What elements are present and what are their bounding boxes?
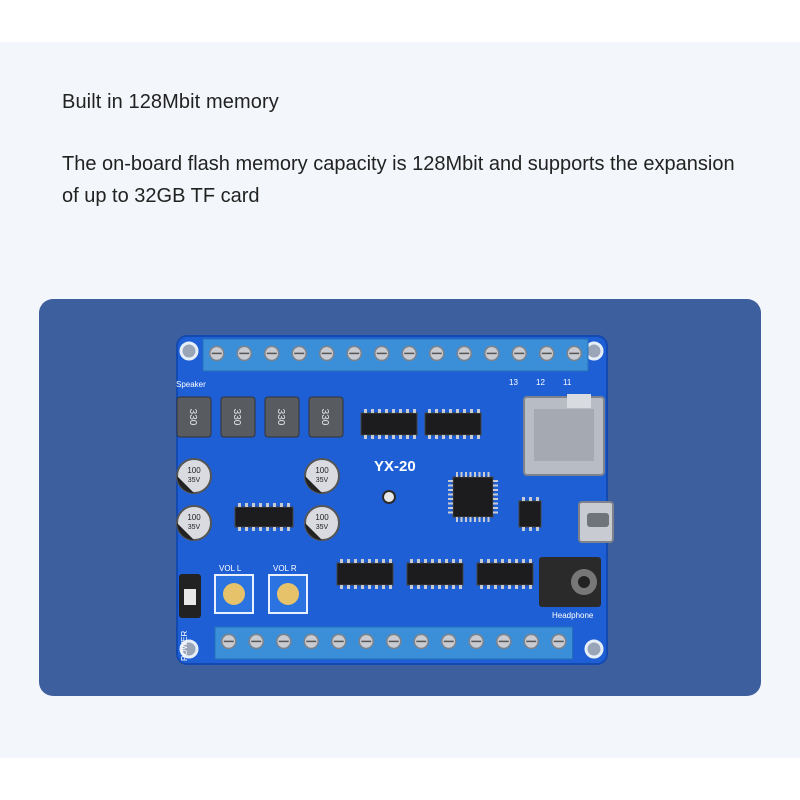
vol-r-label: VOL R <box>273 564 297 573</box>
mounting-hole <box>179 341 199 361</box>
ic-chip <box>360 412 418 436</box>
headphone-label: Headphone <box>552 611 594 620</box>
ic-chip <box>518 500 542 528</box>
tf-card-slot <box>523 394 605 476</box>
ic-chip <box>424 412 482 436</box>
capacitor-value: 100 <box>315 466 329 475</box>
capacitor-voltage: 35V <box>316 524 329 531</box>
capacitor-value: 100 <box>187 466 201 475</box>
volume-left-potentiometer <box>214 574 254 614</box>
ic-chip <box>406 562 464 586</box>
top-terminal-block <box>202 338 589 372</box>
inductor-label: 330 <box>319 409 330 426</box>
feature-heading: Built in 128Mbit memory <box>62 91 279 113</box>
capacitor-value: 100 <box>315 513 329 522</box>
chip-group <box>234 409 542 589</box>
volume-right-potentiometer <box>268 574 308 614</box>
capacitor-voltage: 35V <box>188 524 201 531</box>
pin-label: 12 <box>536 378 545 387</box>
capacitor-stripe <box>177 523 194 540</box>
bottom-terminal-block <box>214 626 573 660</box>
pin-labels: 13 12 11 <box>509 378 572 387</box>
product-page: Built in 128Mbit memory The on-board fla… <box>0 42 800 758</box>
usb-port <box>578 501 614 543</box>
inductor <box>264 396 300 438</box>
power-label: POWER <box>180 631 189 661</box>
model-label: YX-20 <box>374 458 416 475</box>
terminal-body <box>202 338 589 372</box>
feature-description: The on-board flash memory capacity is 12… <box>62 153 735 207</box>
capacitor-stripe <box>305 476 322 493</box>
inductor <box>220 396 256 438</box>
inductor <box>308 396 344 438</box>
pin-label: 13 <box>509 378 518 387</box>
inductor-label: 330 <box>231 409 242 426</box>
pin-label: 11 <box>563 378 572 387</box>
ic-chip <box>476 562 534 586</box>
headphone-jack <box>539 557 601 607</box>
circuit-board-image: 330 330 330 330 100 35V 100 35V 100 35V 100 35V <box>176 335 614 665</box>
inductor-label: 330 <box>187 409 198 426</box>
vol-l-label: VOL L <box>219 564 242 573</box>
capacitor-stripe <box>305 523 322 540</box>
product-photo-panel: 330 330 330 330 100 35V 100 35V 100 35V 100 35V <box>39 299 761 696</box>
capacitor-voltage: 35V <box>188 477 201 484</box>
capacitor-group: 100 35V 100 35V 100 35V 100 35V <box>176 458 340 541</box>
capacitor-voltage: 35V <box>316 477 329 484</box>
ic-chip <box>336 562 394 586</box>
inductor-row: 330 330 330 330 <box>176 396 344 438</box>
mounting-hole <box>179 639 199 659</box>
capacitor-stripe <box>177 476 194 493</box>
ic-chip <box>234 506 294 528</box>
inductor <box>176 396 212 438</box>
capacitor-value: 100 <box>187 513 201 522</box>
processor-chip <box>452 476 494 518</box>
speaker-label: Speaker <box>176 380 206 389</box>
mounting-hole <box>584 639 604 659</box>
status-led <box>382 490 396 504</box>
inductor-label: 330 <box>275 409 286 426</box>
